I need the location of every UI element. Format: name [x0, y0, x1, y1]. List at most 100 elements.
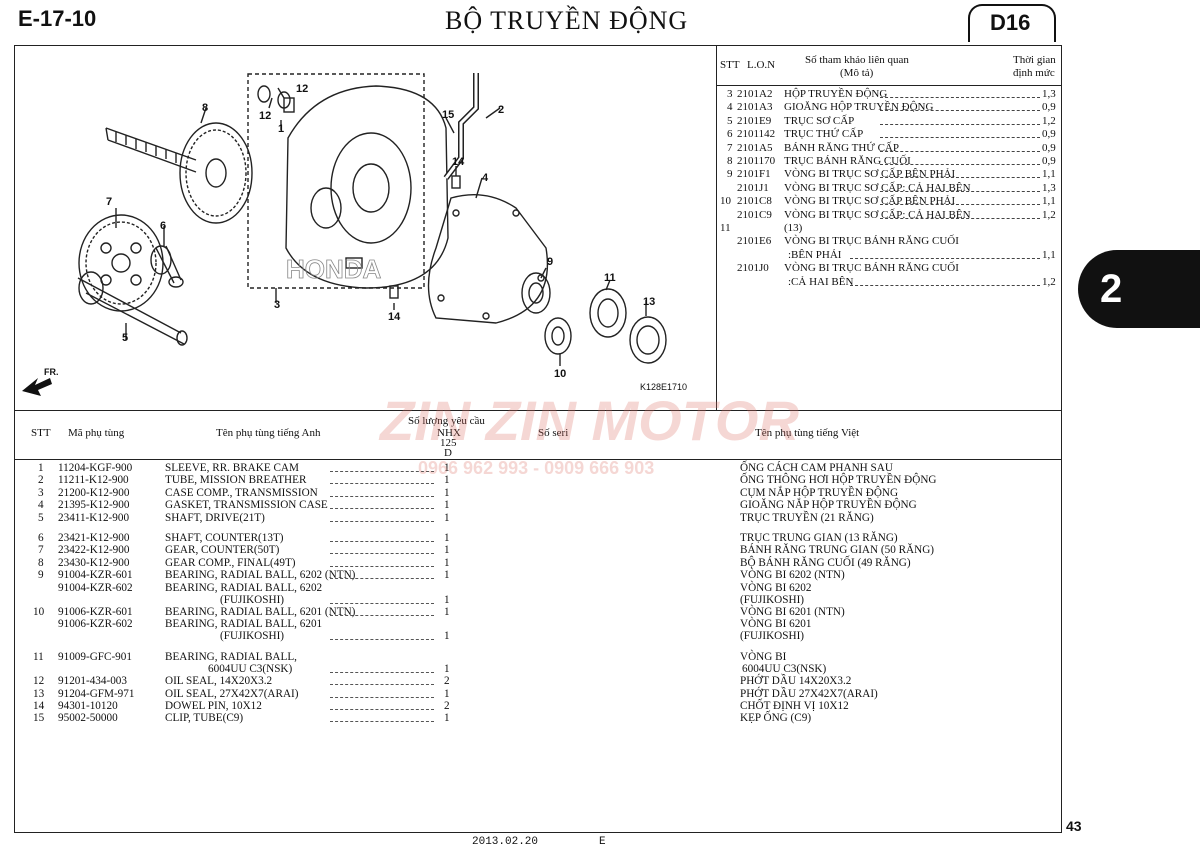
parts-row-part-no: 95002-50000 [58, 712, 118, 725]
parts-row-qty: 1 [444, 606, 450, 618]
callout-4: 4 [482, 172, 489, 184]
ref-row-time: 0,9 [1042, 101, 1056, 114]
parts-row-stt: 1 [38, 462, 44, 474]
parts-row-stt: 14 [33, 700, 45, 712]
dowel-pin-icon [451, 175, 461, 189]
parts-row-name-en: DOWEL PIN, 10X12 [165, 700, 262, 712]
parts-row-name-vi: CỤM NẮP HỘP TRUYỀN ĐỘNG [740, 486, 899, 499]
watermark-brand: ZIN ZIN MOTOR [380, 389, 799, 452]
parts-row-part-no: 91006-KZR-601 [58, 606, 133, 618]
parts-row-qty: 1 [444, 662, 450, 675]
ref-row-stt: 11 [720, 222, 731, 234]
parts-row-leader [330, 565, 434, 567]
parts-row-name-en: SHAFT, COUNTER(13T) [165, 532, 284, 544]
section-tab: 2 [1078, 250, 1200, 328]
ref-row-leader [880, 217, 1040, 219]
parts-row-stt: 13 [33, 687, 45, 700]
ref-row-time: 1,3 [1042, 181, 1056, 194]
parts-row-qty: 1 [444, 569, 450, 582]
parts-row-leader [330, 671, 434, 673]
parts-row-leader [330, 553, 434, 555]
callout-3: 3 [274, 299, 281, 311]
parts-row-name-vi: GIOĂNG NẮP HỘP TRUYỀN ĐỘNG [740, 499, 917, 512]
ref-row-time: 1,2 [1042, 208, 1056, 221]
parts-row-name-en-cont: (FUJIKOSHI) [220, 593, 285, 606]
ref-row-desc: TRỤC THỨ CẤP [784, 128, 864, 141]
parts-row-qty: 1 [444, 462, 450, 474]
parts-row-name-vi: ỐNG CÁCH CAM PHANH SAU [740, 462, 893, 474]
parts-row-leader [330, 495, 434, 497]
parts-row-leader [330, 639, 434, 641]
parts-row-part-no: 23421-K12-900 [58, 532, 130, 544]
parts-row-part-no: 91204-GFM-971 [58, 687, 135, 700]
parts-row-part-no: 11211-K12-900 [58, 474, 129, 487]
parts-row-leader [330, 508, 434, 510]
parts-row-qty: 1 [444, 499, 450, 512]
parts-row-part-no: 91004-KZR-601 [58, 569, 133, 582]
drive-shaft-icon [77, 271, 188, 346]
parts-row-name-vi: VÒNG BI 6201 (NTN) [740, 606, 845, 618]
parts-row-name-en: OIL SEAL, 27X42X7(ARAI) [165, 687, 299, 700]
ref-row-time: 1,1 [1042, 195, 1056, 208]
parts-row-name-en: BEARING, RADIAL BALL, 6201 [165, 618, 323, 631]
parts-row-stt: 11 [33, 650, 44, 663]
dowel-pin-icon [389, 285, 399, 299]
ref-header-lon: L.O.N [747, 59, 776, 71]
parts-row-name-en: GASKET, TRANSMISSION CASE [165, 499, 328, 512]
ref-row-desc-cont: :BÊN PHẢI [788, 248, 842, 261]
parts-row-name-vi-cont: 6004UU C3(NSK) [742, 662, 827, 675]
parts-header-stt: STT [31, 427, 51, 439]
parts-row-stt: 7 [38, 544, 44, 557]
parts-row-name-en: TUBE, MISSION BREATHER [165, 474, 307, 487]
ref-row-desc: HỘP TRUYỀN ĐỘNG [784, 88, 888, 100]
parts-header-model: NHX [437, 427, 461, 439]
parts-row-leader [330, 615, 434, 616]
parts-row-leader [330, 696, 434, 698]
ref-row-stt: 7 [727, 141, 733, 154]
parts-header-divider [14, 459, 1062, 460]
callout-9: 9 [547, 256, 554, 268]
parts-row-qty: 1 [444, 556, 450, 569]
parts-header-model3: D [444, 447, 452, 459]
callout-10: 10 [554, 368, 567, 380]
parts-row-leader [330, 602, 434, 604]
ref-row-time: 1,1 [1042, 168, 1056, 181]
parts-row-qty: 1 [444, 474, 450, 487]
parts-row-name-en: BEARING, RADIAL BALL, 6202 [165, 581, 323, 594]
ref-row-desc: TRỤC SƠ CẤP [784, 114, 855, 127]
parts-row-name-en: BEARING, RADIAL BALL, 6201 (NTN) [165, 606, 356, 618]
parts-row-name-vi: CHỐT ĐỊNH VỊ 10X12 [740, 700, 849, 712]
bearing-11-icon [589, 288, 627, 338]
bearing-9-icon [521, 272, 551, 314]
parts-row-name-vi: TRỤC TRUNG GIAN (13 RĂNG) [740, 532, 898, 544]
ref-row-code: 2101170 [737, 155, 776, 167]
ref-row-stt: 3 [727, 88, 733, 100]
model-code-badge [968, 4, 1056, 42]
ref-row-stt: 10 [720, 195, 731, 208]
footer-letter: E [599, 836, 606, 848]
parts-row-qty: 2 [444, 700, 450, 712]
parts-row-qty: 1 [444, 544, 450, 557]
ref-row-stt: 6 [727, 128, 733, 141]
parts-row-stt: 10 [33, 606, 45, 618]
ref-table-divider [716, 45, 717, 410]
parts-row-qty: 1 [444, 712, 450, 725]
ref-row-leader [880, 137, 1040, 139]
parts-row-name-vi: BÁNH RĂNG TRUNG GIAN (50 RĂNG) [740, 544, 935, 557]
ref-row-time: 0,9 [1042, 141, 1056, 154]
parts-row-leader [330, 483, 434, 485]
ref-row-leader [880, 150, 1040, 152]
main-frame [14, 45, 1062, 833]
ref-row-leader [880, 177, 1040, 179]
ref-row-code: 2101A3 [737, 101, 773, 114]
parts-row-leader [330, 541, 434, 542]
parts-row-name-vi: TRỤC TRUYỀN (21 RĂNG) [740, 511, 874, 524]
parts-row-name-vi: ỐNG THÔNG HƠI HỘP TRUYỀN ĐỘNG [740, 474, 937, 487]
ref-row-code: 2101C9 [737, 208, 772, 221]
parts-row-stt: 3 [38, 486, 44, 499]
callout-5: 5 [122, 332, 129, 344]
honda-watermark: HONDA [286, 254, 382, 284]
parts-row-part-no: 11204-KGF-900 [58, 462, 133, 474]
ref-row-leader [880, 190, 1040, 192]
ref-row-code: 2101F1 [737, 168, 771, 181]
